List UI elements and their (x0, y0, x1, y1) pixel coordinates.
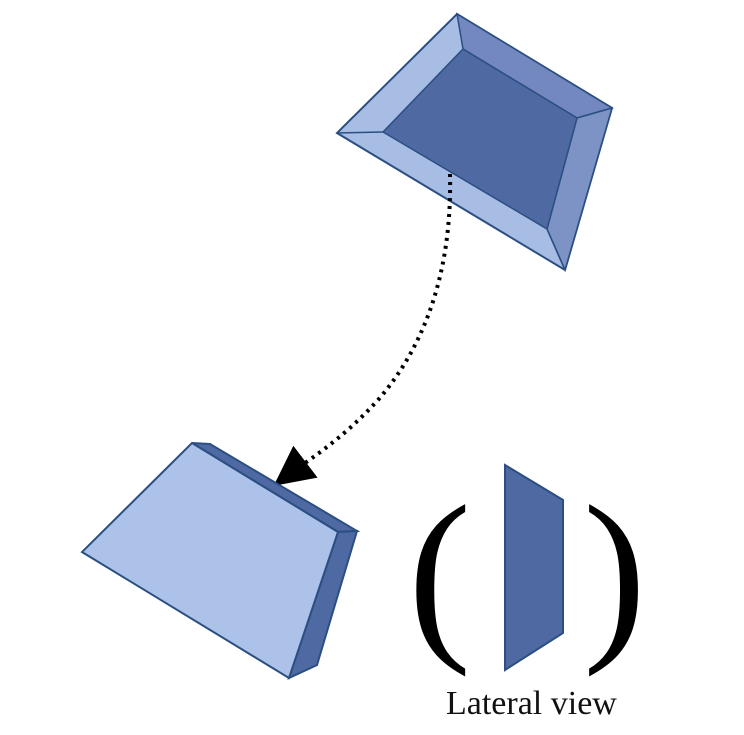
lateral-view: ( ) Lateral view (408, 463, 646, 722)
close-parenthesis: ) (583, 468, 646, 678)
top-trapezoid-bevel-line (336, 131, 384, 134)
top-trapezoid (335, 12, 614, 273)
lateral-view-caption: Lateral view (446, 685, 617, 722)
bottom-block (80, 441, 361, 680)
open-parenthesis: ( (408, 468, 471, 678)
top-trapezoid-bevel-line (546, 228, 566, 271)
bottom-block-front-face (80, 441, 340, 680)
lateral-view-shape (504, 463, 564, 672)
dotted-arrow (273, 173, 453, 486)
